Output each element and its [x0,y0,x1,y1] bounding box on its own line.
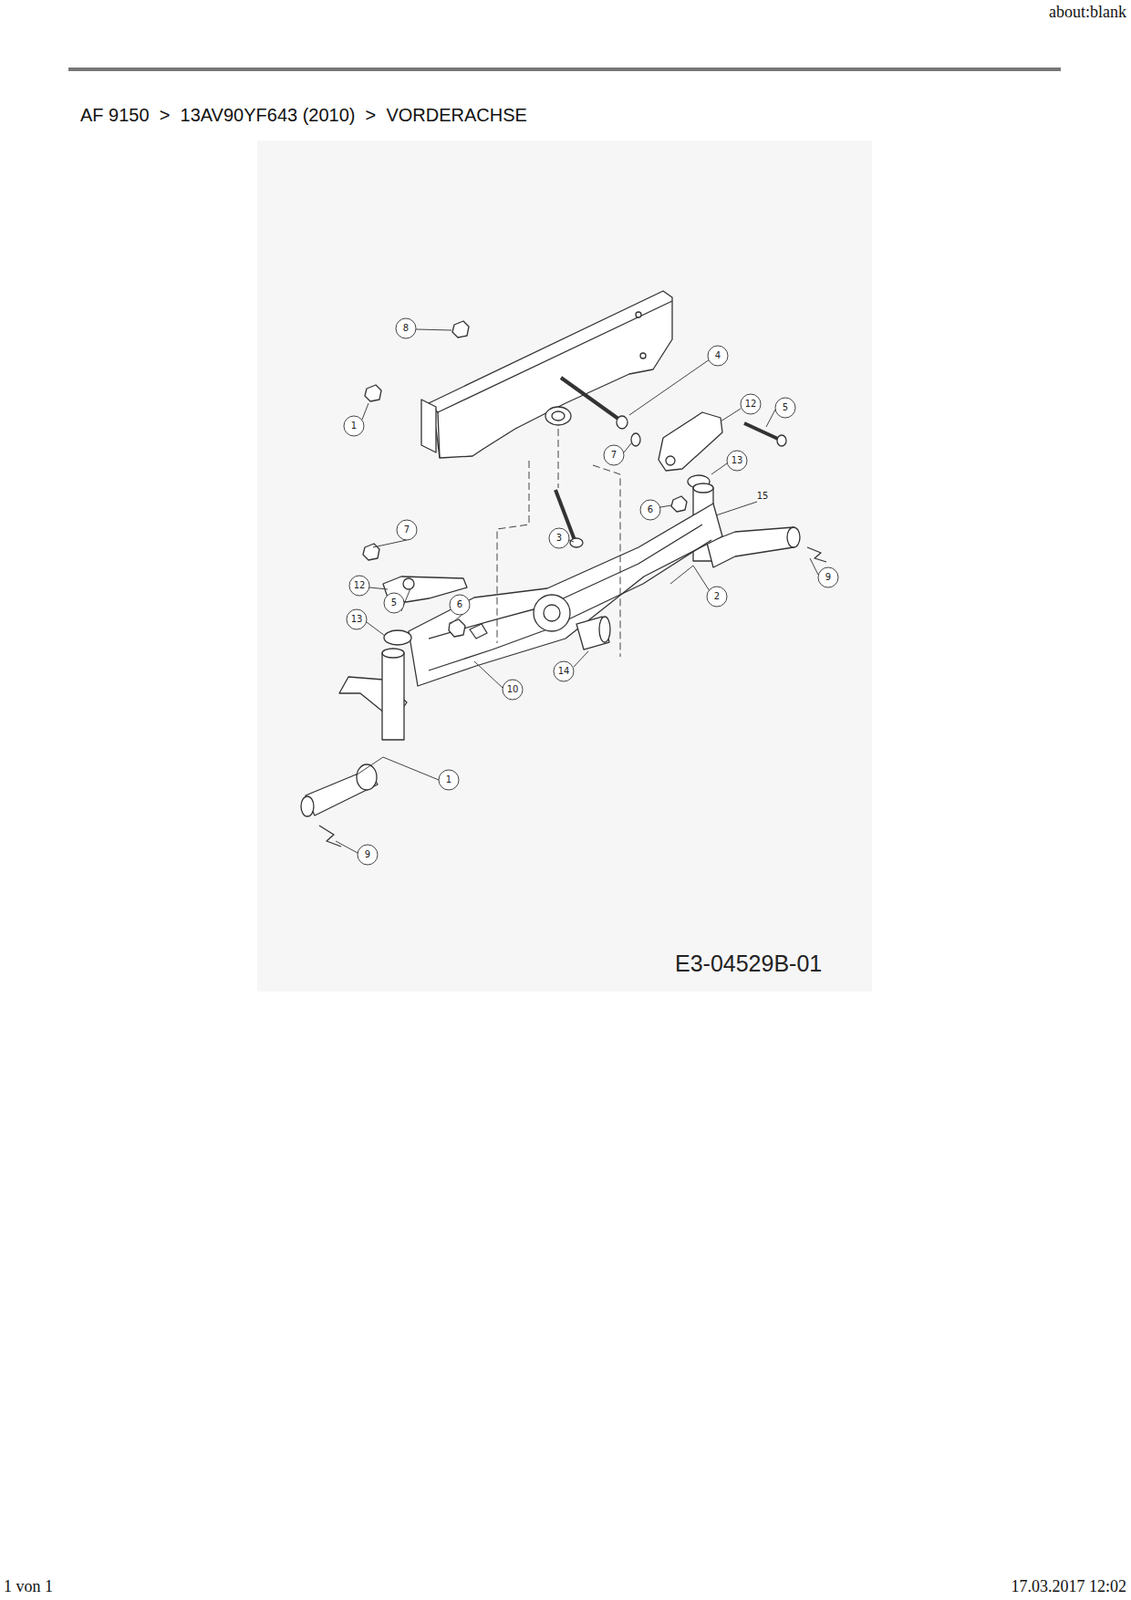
axle-drawing [300,290,827,847]
callout-number: 3 [556,533,562,543]
callout-number: 12 [353,581,366,591]
assembly-line [497,428,621,657]
breadcrumb-title: AF 9150 > 13AV90YF643 (2010) > VORDERACH… [80,105,528,125]
callout-number: 1 [446,775,452,785]
callout-number: 15 [757,491,769,501]
leader-line [335,329,819,853]
callout-number: 13 [731,456,744,466]
page-count: 1 von 1 [3,1577,53,1595]
browser-header: about:blank [1048,3,1127,21]
callout-number: 10 [507,684,519,695]
callout-number: 6 [647,505,654,515]
callout-number: 4 [715,351,721,361]
callout-number: 7 [404,525,410,535]
callout-number: 7 [611,450,617,460]
callout-number: 9 [364,850,371,860]
print-date: 17.03.2017 12:02 [1010,1577,1127,1595]
callout-number: 14 [558,666,571,676]
callout-number: 5 [391,598,397,608]
callout-number: 1 [351,421,357,431]
callout-number: 2 [714,591,720,602]
drawing-number: E3-04529B-01 [674,952,822,976]
callout-number: 6 [456,600,463,610]
callout-circle [343,318,839,865]
image-ground [257,140,872,992]
header-rule [68,67,1061,72]
callout-number: 8 [403,323,409,333]
callout-number: 9 [825,572,831,582]
callout-number: 13 [351,614,364,624]
callout-number: 5 [782,403,789,413]
callout-number: 12 [745,399,758,409]
